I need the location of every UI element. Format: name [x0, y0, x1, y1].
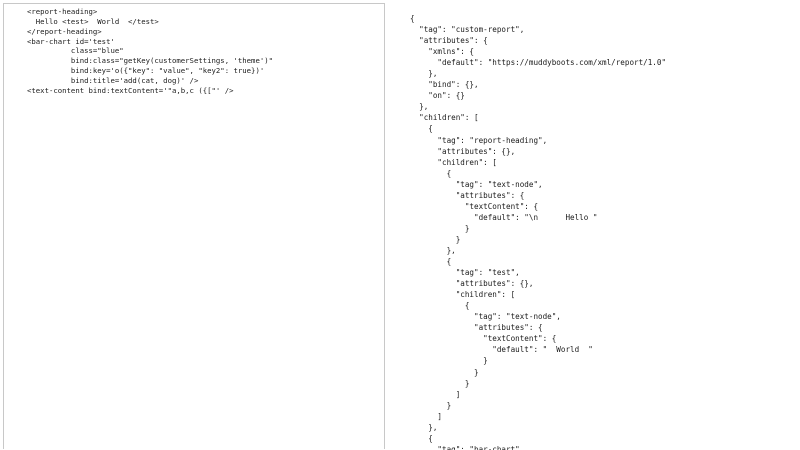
source-code-panel[interactable]: <report-heading> Hello <test> World </te… — [3, 3, 385, 449]
json-output-panel[interactable]: { "tag": "custom-report", "attributes": … — [386, 0, 800, 450]
source-code-text[interactable]: <report-heading> Hello <test> World </te… — [27, 7, 274, 95]
json-output-text[interactable]: { "tag": "custom-report", "attributes": … — [410, 14, 667, 450]
